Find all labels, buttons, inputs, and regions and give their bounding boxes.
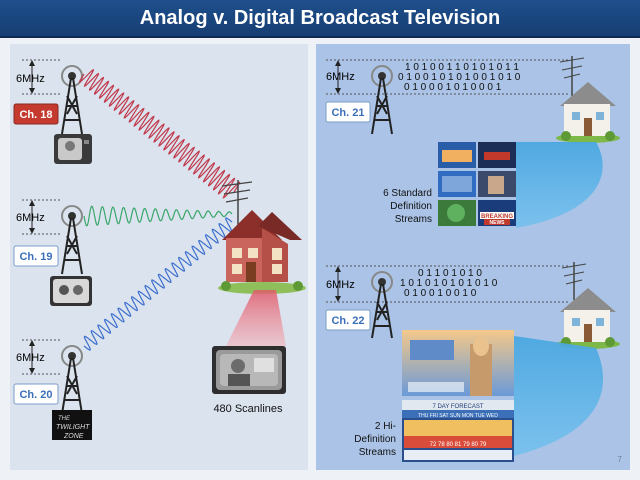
hd-caption: 2 Hi- Definition Streams <box>354 421 396 458</box>
channel-badge-ch20: Ch. 20 <box>13 383 59 405</box>
bandwidth-label-ch20: 6MHz <box>16 352 45 364</box>
bitstream-row: 0 1 0 0 1 0 1 0 1 0 0 1 0 1 0 <box>398 72 521 83</box>
slide-title: Analog v. Digital Broadcast Television <box>139 7 501 29</box>
scanlines-caption: 480 Scanlines <box>213 403 283 415</box>
svg-text:TWILIGHT: TWILIGHT <box>56 424 90 431</box>
forecast-days: THU FRI SAT SUN MON TUE WED <box>418 413 498 419</box>
breaking-text: BREAKING <box>481 214 513 220</box>
slide-number: 7 <box>618 455 623 464</box>
sd-caption-line: 6 Standard <box>383 188 432 199</box>
analog-house-icon <box>218 210 306 294</box>
bitstream-row: 0 1 0 0 1 0 0 1 0 <box>404 288 477 299</box>
tower-icon <box>61 65 83 135</box>
sd-caption-line: Definition <box>390 201 432 212</box>
bandwidth-marker-ch19: 6MHz <box>16 199 62 235</box>
svg-text:ZONE: ZONE <box>63 433 84 440</box>
analog-wave-ch20 <box>83 217 233 351</box>
channel-label-ch22: Ch. 22 <box>331 315 364 327</box>
bitstream-row: 0 1 0 0 0 1 0 1 0 0 0 1 <box>404 82 502 93</box>
channel-badge-ch19: Ch. 19 <box>13 245 59 267</box>
bandwidth-label-ch19: 6MHz <box>16 212 45 224</box>
digital-beam-hd <box>514 336 604 456</box>
bandwidth-label-ch18: 6MHz <box>16 73 45 85</box>
analog-tv-screen <box>212 346 286 394</box>
svg-text:THE: THE <box>58 416 71 422</box>
tower-icon <box>371 271 393 339</box>
digital-house-icon <box>556 288 620 349</box>
bandwidth-marker-ch21: 6MHz <box>326 59 570 95</box>
channel-badge-ch18: Ch. 18 <box>13 103 59 125</box>
bandwidth-label-ch22: 6MHz <box>326 279 355 291</box>
bitstream-row: 0 1 1 0 1 0 1 0 <box>418 268 482 279</box>
forecast-highs: 72 78 80 81 79 80 79 <box>430 442 487 448</box>
sd-caption: 6 Standard Definition Streams <box>383 188 432 225</box>
bandwidth-marker-ch22: 6MHz <box>326 265 570 303</box>
bandwidth-marker-ch18: 6MHz <box>16 59 62 95</box>
bandwidth-marker-ch20: 6MHz <box>16 339 62 375</box>
analog-wave-ch18 <box>79 68 241 199</box>
digital-house-icon <box>556 82 620 143</box>
hd-caption-line: 2 Hi- <box>375 421 396 432</box>
hd-weather-presenter-screen <box>402 330 514 396</box>
bitstream-ch21: 1 0 1 0 0 1 1 0 1 0 1 0 1 1 0 1 0 0 1 0 … <box>398 62 521 93</box>
antenna-icon <box>559 56 585 96</box>
bitstream-row: 1 0 1 0 0 1 1 0 1 0 1 0 1 1 <box>405 62 519 73</box>
sd-stream-thumbnails: BREAKING NEWS <box>438 142 516 226</box>
forecast-header: 7 DAY FORECAST <box>432 404 483 410</box>
bitstream-ch22: 0 1 1 0 1 0 1 0 1 0 1 0 1 0 1 0 1 0 1 0 … <box>400 268 498 299</box>
twilight-zone-logo: THE TWILIGHT ZONE <box>52 410 92 440</box>
analog-tv-beam <box>226 290 286 346</box>
bandwidth-label-ch21: 6MHz <box>326 71 355 83</box>
channel-label-ch20: Ch. 20 <box>19 389 52 401</box>
channel-badge-ch22: Ch. 22 <box>325 309 371 331</box>
hd-forecast-screen: 7 DAY FORECAST THU FRI SAT SUN MON TUE W… <box>402 400 514 462</box>
tower-icon <box>61 205 83 275</box>
channel-label-ch19: Ch. 19 <box>19 251 52 263</box>
antenna-icon <box>561 262 587 300</box>
tower-icon <box>371 65 393 135</box>
news-text: NEWS <box>490 220 506 226</box>
vintage-tv-icon <box>50 276 92 306</box>
hd-caption-line: Streams <box>359 447 396 458</box>
title-bar: Analog v. Digital Broadcast Television <box>0 0 640 38</box>
analog-wave-ch19 <box>83 205 233 227</box>
bitstream-row: 1 0 1 0 1 0 1 0 1 0 1 0 <box>400 278 498 289</box>
digital-beam-sd <box>516 142 603 228</box>
channel-badge-ch21: Ch. 21 <box>325 101 371 123</box>
vintage-tv-icon <box>54 134 92 164</box>
tower-icon <box>61 345 83 415</box>
channel-label-ch21: Ch. 21 <box>331 107 364 119</box>
sd-caption-line: Streams <box>395 214 432 225</box>
channel-label-ch18: Ch. 18 <box>19 109 52 121</box>
antenna-icon <box>221 180 253 228</box>
hd-caption-line: Definition <box>354 434 396 445</box>
